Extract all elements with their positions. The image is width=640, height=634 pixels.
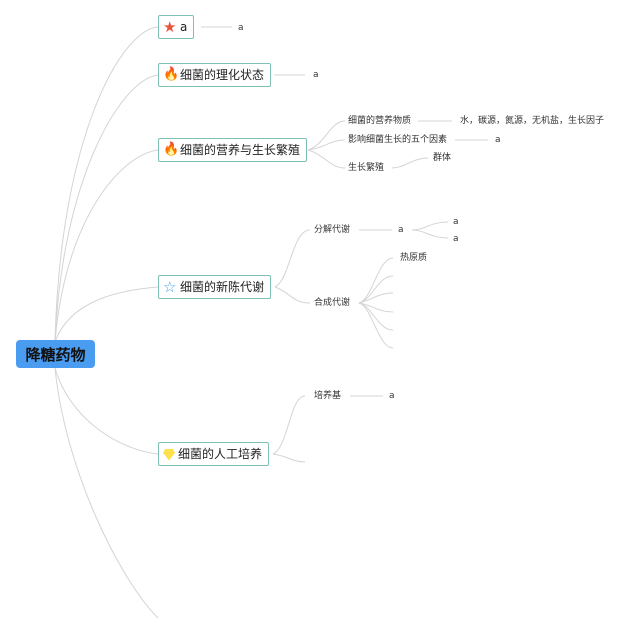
topic-3-subtopic-1[interactable]: 细菌的营养物质 [348, 116, 412, 126]
topic-5-subtopic-1[interactable]: 培养基 [314, 391, 342, 401]
topic-node-3[interactable]: 🔥 细菌的营养与生长繁殖 [158, 138, 308, 162]
branch-t4-c2-g3 [358, 292, 394, 304]
root-label: 降糖药物 [25, 345, 86, 364]
topic-3-subtopic-3[interactable]: 生长繁殖 [348, 163, 385, 173]
branch-t3-c1 [307, 120, 346, 151]
diamond-icon [163, 448, 175, 461]
topic-node-2[interactable]: 🔥 细菌的理化状态 [158, 63, 272, 87]
topic-4-subtopic-1-grandchild-2[interactable]: a [453, 234, 459, 244]
topic-4-subtopic-1[interactable]: 分解代谢 [314, 225, 351, 235]
branch-root-topic1 [54, 26, 159, 343]
branch-t3-c3 [307, 149, 346, 169]
topic-2-label: 细菌的理化状态 [180, 68, 265, 82]
topic-3-label: 细菌的营养与生长繁殖 [180, 143, 301, 157]
topic-1-child[interactable]: a [238, 23, 244, 33]
branch-t4-c2-g4 [358, 302, 394, 313]
branch-root-topic5 [54, 367, 159, 455]
branch-root-extra [54, 367, 159, 619]
topic-node-1[interactable]: ★ a [158, 15, 195, 39]
topic-3-subtopic-2-leaf[interactable]: a [495, 135, 501, 145]
topic-node-4[interactable]: ☆ 细菌的新陈代谢 [158, 275, 272, 299]
branch-t3-c2 [307, 139, 346, 151]
topic-4-subtopic-1-leaf[interactable]: a [398, 225, 404, 235]
branch-t4-c2 [274, 286, 311, 304]
topic-4-subtopic-2-child-1[interactable]: 热原质 [400, 253, 428, 263]
branch-t5-c1 [272, 395, 306, 455]
topic-node-5[interactable]: 细菌的人工培养 [158, 442, 270, 466]
fire-icon: 🔥 [163, 142, 180, 157]
branch-t4-c1 [274, 229, 311, 288]
topic-4-label: 细菌的新陈代谢 [180, 280, 265, 294]
topic-5-label: 细菌的人工培养 [178, 447, 263, 461]
topic-3-subtopic-1-leaf[interactable]: 水，碳源，氮源，无机盐，生长因子 [460, 116, 605, 126]
topic-3-subtopic-3-leaf[interactable]: 群体 [433, 153, 452, 163]
branch-root-topic4 [54, 286, 159, 343]
branch-t4-c1-g1 [411, 221, 449, 231]
branch-t5-c2 [272, 453, 306, 463]
branch-t4-c1-g2 [411, 229, 449, 239]
branch-t4-c2-g6 [358, 302, 394, 349]
root-node[interactable]: 降糖药物 [16, 340, 95, 368]
star-icon: ★ [163, 18, 177, 36]
topic-2-child[interactable]: a [313, 70, 319, 80]
topic-5-subtopic-1-leaf[interactable]: a [389, 391, 395, 401]
topic-4-subtopic-1-grandchild-1[interactable]: a [453, 217, 459, 227]
topic-4-subtopic-2[interactable]: 合成代谢 [314, 298, 351, 308]
branch-root-topic3 [54, 149, 159, 343]
star-outline-icon: ☆ [163, 278, 177, 296]
fire-icon: 🔥 [163, 67, 180, 82]
topic-3-subtopic-2[interactable]: 影响细菌生长的五个因素 [348, 135, 448, 145]
branch-t3-c3-leaf [391, 157, 429, 169]
branch-root-topic2 [54, 74, 159, 343]
topic-1-label: a [180, 20, 188, 34]
